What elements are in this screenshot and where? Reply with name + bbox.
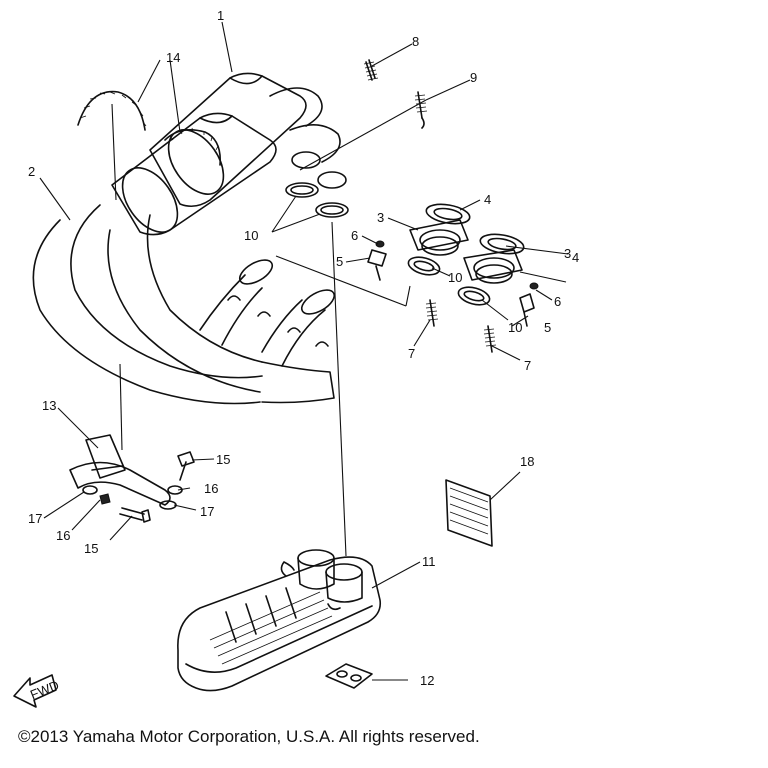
- callout-4b: 4: [572, 250, 579, 265]
- callout-7b: 7: [524, 358, 531, 373]
- callout-1: 1: [217, 8, 224, 23]
- callout-4a: 4: [484, 192, 491, 207]
- exhaust-parts-diagram: FWD 1 2 3 3 4 4 5 5 6 6 7 7 8 9 10 10 10…: [13, 8, 579, 708]
- callout-16b: 16: [56, 528, 70, 543]
- callout-3b: 3: [564, 246, 571, 261]
- upper-gaskets: [285, 182, 349, 218]
- callout-8: 8: [412, 34, 419, 49]
- callout-10a: 10: [244, 228, 258, 243]
- callout-12: 12: [420, 673, 434, 688]
- forward-direction-arrow: FWD: [13, 674, 61, 708]
- callout-labels: 1 2 3 3 4 4 5 5 6 6 7 7 8 9 10 10 10 11 …: [28, 8, 579, 688]
- callout-17a: 17: [200, 504, 214, 519]
- heat-shield-band: [77, 90, 222, 166]
- callout-5b: 5: [544, 320, 551, 335]
- callout-9: 9: [470, 70, 477, 85]
- callout-10c: 10: [508, 320, 522, 335]
- callout-7a: 7: [408, 346, 415, 361]
- mounting-bracket: [69, 434, 195, 523]
- copyright-notice: ©2013 Yamaha Motor Corporation, U.S.A. A…: [18, 727, 480, 746]
- spring-parts: [363, 59, 428, 129]
- leader-lines: [39, 21, 569, 681]
- callout-16a: 16: [204, 481, 218, 496]
- callout-15b: 15: [84, 541, 98, 556]
- callout-14: 14: [166, 50, 180, 65]
- callout-3a: 3: [377, 210, 384, 225]
- muffler-assembly: [32, 72, 347, 405]
- plate-part: [445, 479, 493, 547]
- lower-springs: [425, 299, 497, 353]
- callout-5a: 5: [336, 254, 343, 269]
- callout-10b: 10: [448, 270, 462, 285]
- gasket-plate: [325, 663, 373, 689]
- lower-muffler: [177, 549, 382, 692]
- callout-13: 13: [42, 398, 56, 413]
- callout-6a: 6: [351, 228, 358, 243]
- joint-flanges: [409, 203, 525, 284]
- lower-gaskets: [407, 256, 491, 306]
- fwd-label: FWD: [28, 677, 61, 702]
- callout-17b: 17: [28, 511, 42, 526]
- callout-18: 18: [520, 454, 534, 469]
- callout-2: 2: [28, 164, 35, 179]
- callout-11: 11: [422, 554, 436, 569]
- callout-15a: 15: [216, 452, 230, 467]
- callout-6b: 6: [554, 294, 561, 309]
